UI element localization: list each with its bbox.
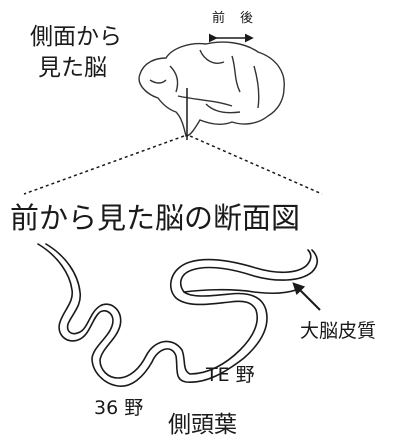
te-area-label: TE 野: [206, 364, 255, 386]
section-title: 前から見た脳の断面図: [10, 201, 301, 235]
direction-front-label: 前: [212, 11, 226, 26]
area-36-label: 36 野: [94, 397, 144, 419]
temporal-lobe-label: 側頭葉: [168, 412, 237, 438]
side-view-title-line2: 見た脳: [38, 55, 107, 81]
direction-back-label: 後: [240, 11, 254, 26]
cortex-pointer-arrow: [292, 282, 321, 311]
cortex-label: 大脳皮質: [300, 320, 377, 342]
cortex-section: [37, 243, 319, 387]
side-view-title-line1: 側面から: [30, 24, 122, 50]
side-brain-outline: [138, 41, 285, 137]
projection-line-left: [23, 135, 185, 195]
side-view-title: 側面から 見た脳: [30, 22, 122, 84]
projection-line-right: [189, 135, 323, 195]
